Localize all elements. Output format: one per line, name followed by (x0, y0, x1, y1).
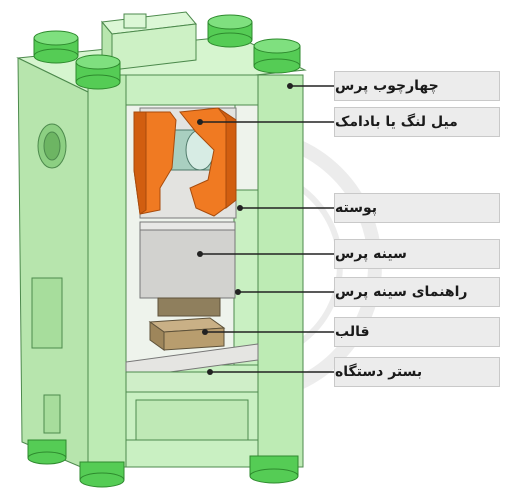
side-slot (43, 394, 61, 434)
frame-top-beam (125, 74, 259, 106)
top-bolts (33, 14, 301, 90)
bed (125, 343, 259, 393)
side-window (31, 277, 63, 349)
label-bed: بستر دستگاه (334, 357, 500, 387)
frame-left-column (87, 74, 127, 468)
label-ram: سینه پرس (334, 239, 500, 269)
leader-lines (200, 85, 335, 373)
label-housing: پوسته (334, 193, 500, 223)
top-box (101, 11, 197, 72)
lower-die (148, 317, 226, 351)
label-crankshaft: میل لنگ یا بادامک (334, 107, 500, 137)
label-die: قالب (334, 317, 500, 347)
label-ram-guide: راهنمای سینه پرس (334, 277, 500, 307)
crank-bearings (133, 107, 237, 217)
frame-right-column (257, 74, 304, 468)
label-frame: چهارچوب پرس (334, 71, 500, 101)
ram (139, 221, 236, 299)
leader-dots (197, 83, 293, 375)
upper-die (157, 297, 221, 317)
bottom-feet (27, 439, 299, 488)
